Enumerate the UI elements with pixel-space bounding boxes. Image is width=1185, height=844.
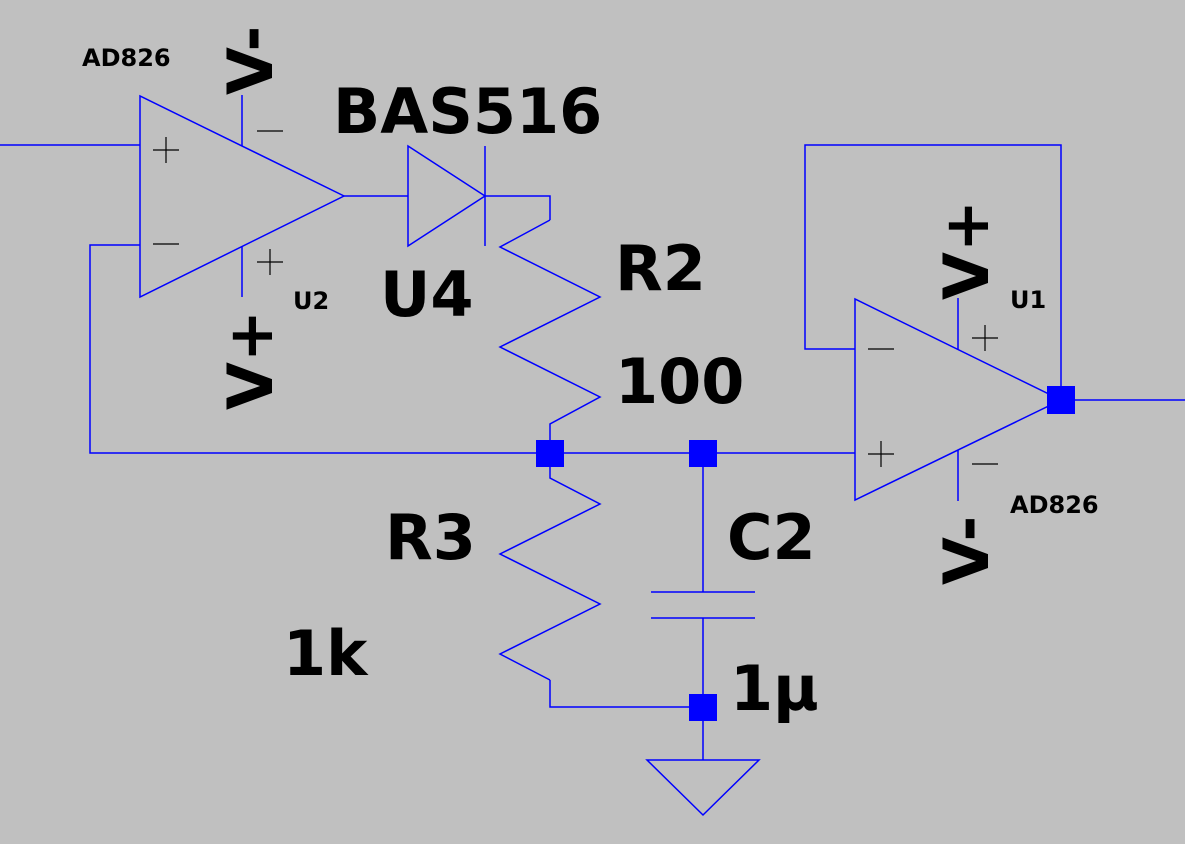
u4-model-label: BAS516 [333, 75, 602, 148]
u4-ref-label: U4 [380, 258, 473, 331]
junction-dot[interactable] [1047, 386, 1075, 414]
wires [0, 144, 1185, 760]
u1-top-pin-mark [972, 325, 998, 351]
u2-bottom-pin-mark [257, 249, 283, 275]
junctions [536, 386, 1075, 721]
resistor-r3[interactable] [498, 453, 602, 681]
junction-dot[interactable] [689, 694, 717, 721]
wire-r3-to-gnd [549, 680, 703, 708]
u2-bottom-supply-label: V+ [214, 310, 287, 410]
wire-u1-feedback [804, 144, 1062, 400]
diode-symbol [407, 144, 487, 248]
c2-value-label: 1µ [730, 652, 819, 725]
u1-model-label: AD826 [1010, 491, 1099, 519]
capacitor-c2[interactable] [651, 591, 755, 619]
u1-top-supply-label: V+ [930, 200, 1003, 300]
opamp-u1[interactable] [854, 297, 1063, 502]
u2-ref-label: U2 [293, 287, 329, 315]
wire-u2-feedback [89, 244, 550, 454]
u2-model-label: AD826 [82, 44, 171, 72]
junction-dot[interactable] [689, 440, 717, 467]
diode-u4[interactable] [407, 144, 487, 248]
r2-value-label: 100 [615, 345, 744, 418]
junction-dot[interactable] [536, 440, 564, 467]
resistor-r2[interactable] [498, 219, 602, 453]
wire-diode-to-r2 [485, 195, 551, 220]
r2-ref-label: R2 [615, 232, 706, 305]
r3-ref-label: R3 [385, 501, 476, 574]
opamp-u2[interactable] [139, 94, 346, 299]
ground-symbol[interactable] [645, 759, 761, 817]
r3-value-label: 1k [283, 617, 369, 690]
u2-top-supply-label: V- [214, 26, 287, 95]
u1-ref-label: U1 [1010, 286, 1046, 314]
c2-ref-label: C2 [727, 501, 816, 574]
u1-bottom-supply-label: V- [930, 516, 1003, 585]
u2-plus-input-mark [153, 137, 179, 163]
u1-plus-input-mark [868, 441, 894, 467]
